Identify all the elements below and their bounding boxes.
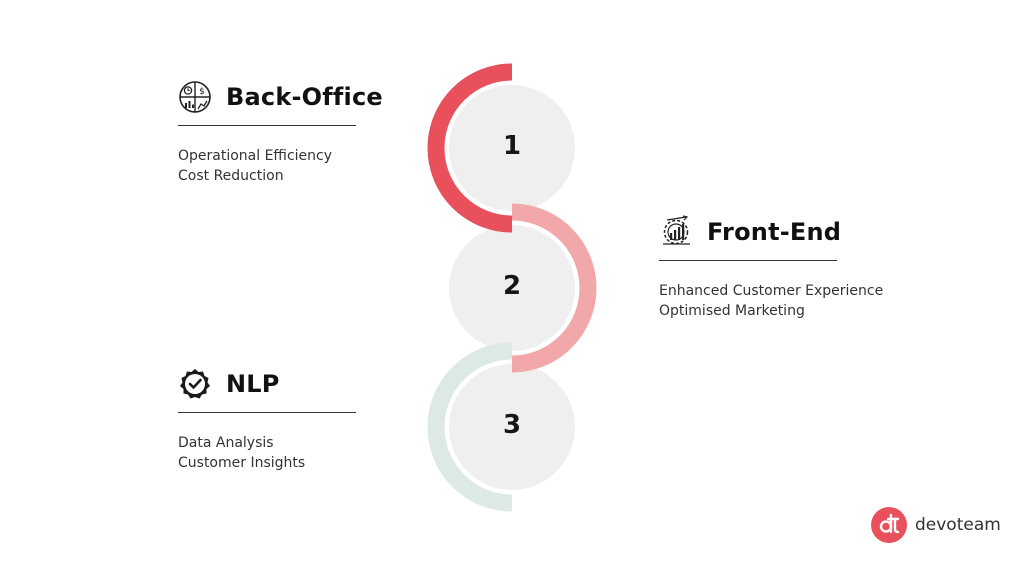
- back-office-points: Operational Efficiency Cost Reduction: [178, 146, 356, 186]
- nlp-points: Data Analysis Customer Insights: [178, 433, 356, 473]
- back-office-point: Cost Reduction: [178, 168, 284, 184]
- step-2-number: 2: [502, 271, 522, 301]
- step-2-arc: [511, 203, 597, 373]
- front-end-point: Optimised Marketing: [659, 303, 805, 319]
- front-end-header: Front-End: [659, 212, 841, 252]
- back-office-header: $ Back-Office: [178, 77, 383, 117]
- nlp-header: NLP: [178, 364, 356, 404]
- gear-chart-icon: [663, 215, 690, 245]
- front-end-title: Front-End: [707, 218, 842, 246]
- nlp-title: NLP: [226, 370, 280, 398]
- front-end-block: Front-End Enhanced Customer Experience O…: [659, 212, 884, 321]
- step-3-arc: [427, 342, 513, 512]
- back-office-divider: [178, 125, 356, 126]
- badge-check-icon: [180, 369, 210, 399]
- step-3-number: 3: [502, 410, 522, 440]
- step-1-number: 1: [502, 131, 522, 161]
- devoteam-wordmark: devoteam: [915, 515, 1001, 535]
- step-3-circle: [449, 364, 575, 490]
- back-office-point: Operational Efficiency: [178, 148, 333, 164]
- front-end-point: Enhanced Customer Experience: [659, 283, 884, 299]
- svg-text:$: $: [199, 87, 205, 97]
- nlp-point: Data Analysis: [178, 435, 274, 451]
- front-end-divider: [659, 260, 837, 261]
- nlp-divider: [178, 412, 356, 413]
- nlp-point: Customer Insights: [178, 455, 306, 471]
- front-end-points: Enhanced Customer Experience Optimised M…: [659, 281, 884, 321]
- back-office-block: $ Back-Office Operational Efficiency Cos…: [178, 77, 383, 186]
- step-1-arc: [427, 63, 513, 233]
- devoteam-logo: devoteam: [871, 507, 1001, 543]
- step-1-circle: [449, 85, 575, 211]
- devoteam-mark-icon: [871, 507, 907, 543]
- finance-dashboard-icon: $: [179, 81, 211, 113]
- nlp-block: NLP Data Analysis Customer Insights: [178, 364, 356, 473]
- step-2-circle: [449, 225, 575, 351]
- back-office-title: Back-Office: [226, 83, 383, 111]
